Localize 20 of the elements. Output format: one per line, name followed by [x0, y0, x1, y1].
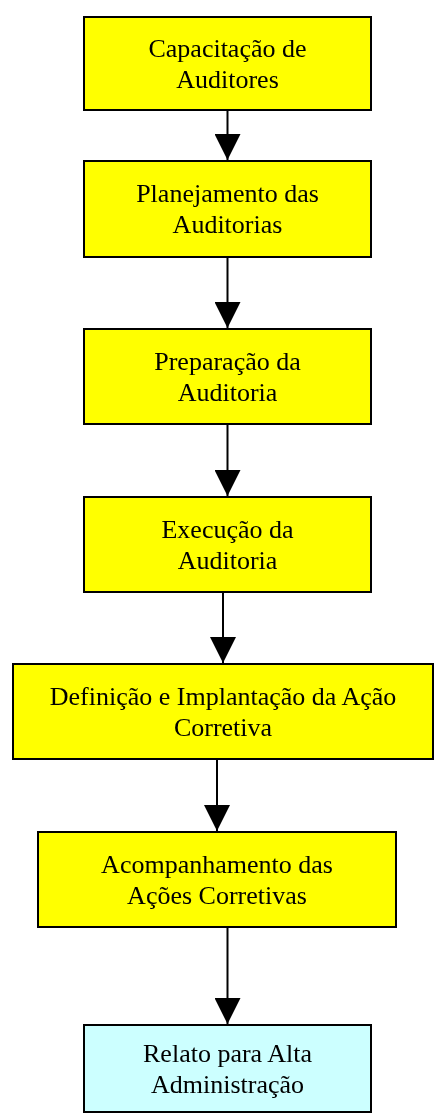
arrow	[214, 110, 241, 161]
arrow	[214, 424, 241, 497]
arrow	[204, 759, 230, 832]
arrow	[214, 257, 241, 329]
process-box	[83, 16, 372, 111]
step-label: Preparação da Auditoria	[153, 345, 302, 408]
process-box	[83, 496, 372, 593]
step-label: Planejamento das Auditorias	[135, 178, 320, 240]
arrow	[210, 592, 236, 664]
step-label: Relato para Alta Administração	[142, 1037, 313, 1100]
step-label: Acompanhamento das Ações Corretivas	[100, 848, 334, 911]
process-box	[83, 1024, 372, 1113]
step-label: Execução da Auditoria	[160, 513, 295, 576]
step-label: Capacitação de Auditores	[147, 32, 308, 95]
process-box	[37, 831, 397, 928]
step-label: Definição e Implantação da Ação Corretiva	[48, 680, 398, 743]
process-box	[83, 328, 372, 425]
process-box	[83, 160, 372, 258]
arrow	[214, 927, 241, 1025]
process-box	[12, 663, 434, 760]
